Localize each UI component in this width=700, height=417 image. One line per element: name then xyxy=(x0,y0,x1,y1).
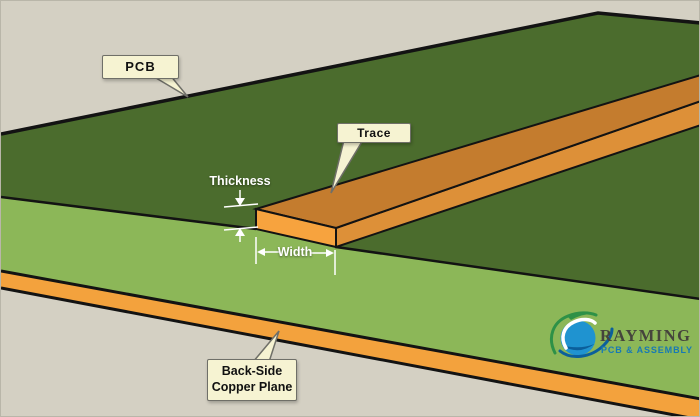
width-left-arrowhead xyxy=(257,248,265,256)
copper-plane-strip xyxy=(1,272,699,416)
width-right-arrowhead xyxy=(326,249,334,257)
copper-plane-bottom-edge-line xyxy=(1,286,688,416)
trace-callout-label: Trace xyxy=(357,125,391,140)
thickness-dimension-marks xyxy=(223,190,259,242)
rayming-logo: RAYMING PCB & ASSEMBLY xyxy=(549,309,699,364)
trace-front-face xyxy=(255,207,337,249)
backside-callout-line2: Copper Plane xyxy=(211,380,293,394)
pcb-callout-label: PCB xyxy=(125,58,156,74)
logo-globe-shade xyxy=(561,344,595,351)
thickness-bottom-tick xyxy=(223,226,259,231)
trace-callout: Trace xyxy=(337,123,411,143)
pcb-front-edge-line xyxy=(1,195,699,300)
logo-teal-swoosh xyxy=(558,327,614,358)
backside-callout-line1: Back-Side xyxy=(221,364,283,379)
logo-globe-icon xyxy=(550,311,614,358)
backside-copper-callout: Back-Side Copper Plane xyxy=(207,359,297,401)
thickness-label: Thickness xyxy=(209,174,271,188)
substrate-side-face xyxy=(1,197,699,400)
logo-leaf xyxy=(568,312,597,320)
thickness-down-arrowhead xyxy=(235,198,245,206)
logo-name: RAYMING xyxy=(600,326,692,345)
logo-tagline: PCB & ASSEMBLY xyxy=(601,345,693,355)
logo-white-swirl xyxy=(561,317,597,350)
width-dimension-marks xyxy=(255,237,336,275)
width-label: Width xyxy=(277,245,313,259)
copper-plane-top-edge-line xyxy=(1,269,699,401)
pcb-callout: PCB xyxy=(102,55,179,79)
thickness-top-tick xyxy=(223,203,259,208)
pcb-top-edge-line xyxy=(1,11,699,136)
thickness-up-arrowhead xyxy=(235,228,245,236)
